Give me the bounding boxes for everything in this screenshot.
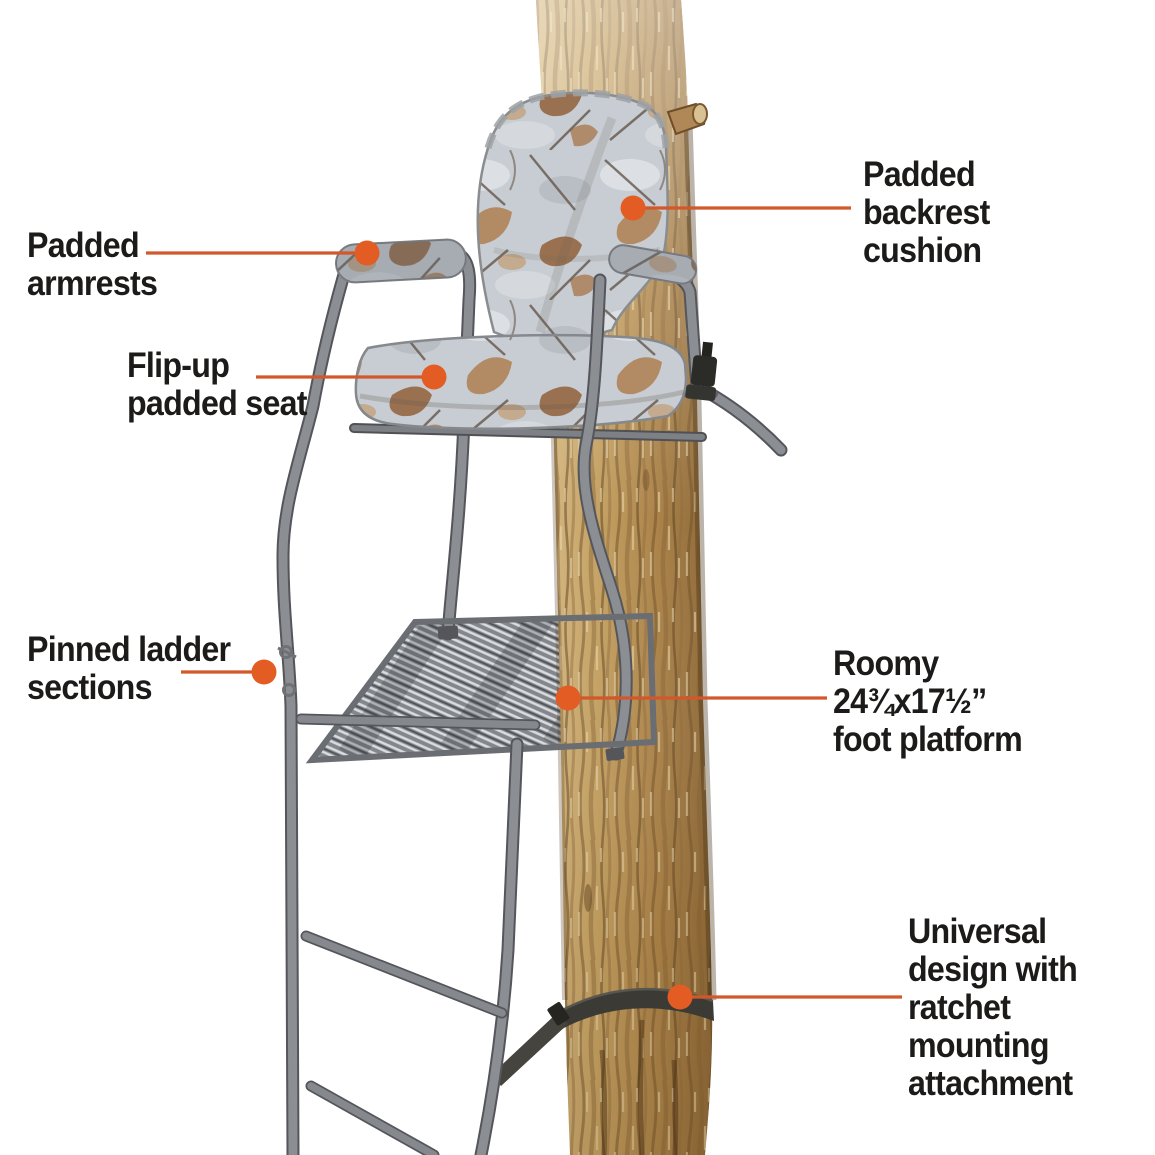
callout-dot-seat	[421, 364, 447, 390]
callout-dot-platform	[555, 685, 581, 711]
callout-label-padded-backrest-cushion: Padded backrest cushion	[863, 155, 990, 270]
armrest-pad-left	[335, 238, 467, 284]
callout-label-roomy-foot-platform: Roomy 24¾x17½” foot platform	[833, 644, 1023, 759]
callout-dot-armrests	[354, 240, 380, 266]
armrest-pad-right	[608, 244, 698, 285]
ladder-section	[277, 645, 535, 1155]
callout-leader-lines	[146, 195, 902, 1010]
callout-dot-backrest	[620, 195, 646, 221]
foot-platform	[305, 612, 658, 764]
mounting-bracket	[685, 341, 718, 402]
ladder-joint-pins	[277, 645, 297, 697]
callout-label-flip-up-padded-seat: Flip-up padded seat	[127, 346, 308, 423]
callout-label-ratchet-mounting: Universal design with ratchet mounting a…	[908, 912, 1078, 1103]
callout-label-pinned-ladder-sections: Pinned ladder sections	[27, 630, 231, 707]
callout-label-padded-armrests: Padded armrests	[27, 226, 158, 303]
callout-dot-ratchet	[667, 984, 693, 1010]
callout-dot-ladder	[251, 659, 277, 685]
seat-cushion	[354, 334, 688, 430]
